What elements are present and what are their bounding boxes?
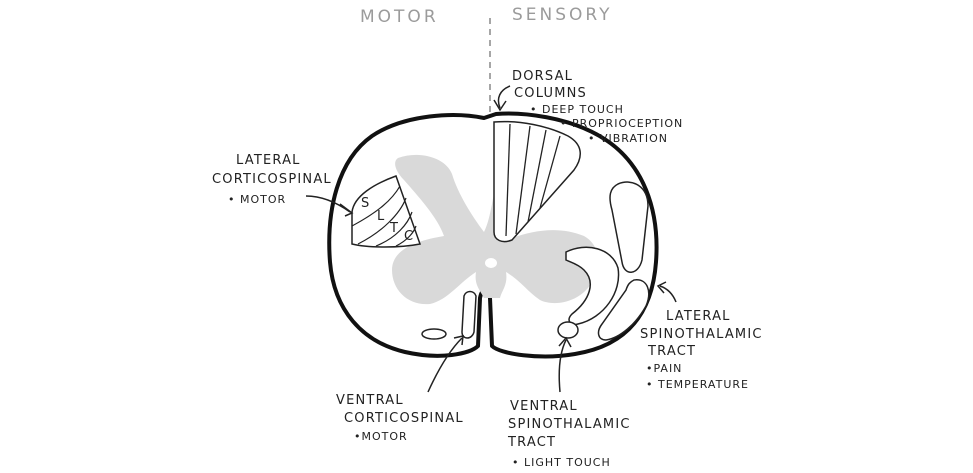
dorsal-columns-title-line2: COLUMNS <box>514 86 587 101</box>
ventral-corticospinal-arrow <box>427 335 464 393</box>
ventral-corticospinal-item-1: •MOTOR <box>354 430 408 443</box>
dorsal-columns-item-1: • DEEP TOUCH <box>530 103 624 116</box>
dorsal-columns-tract <box>493 120 581 243</box>
lateral-corticospinal-title-line1: LATERAL <box>236 153 301 168</box>
dorsal-columns-item-2: • PROPRIOCEPTION <box>560 117 683 130</box>
ventral-spinothalamic-tract <box>557 321 579 339</box>
tract-letter-t: T <box>389 221 398 236</box>
ventral-spinothalamic-title-line2: SPINOTHALAMIC <box>508 417 631 432</box>
motor-header: MOTOR <box>360 7 439 27</box>
lateral-spinothalamic-title-line3: TRACT <box>647 344 696 359</box>
ventral-corticospinal-title-line1: VENTRAL <box>336 393 404 408</box>
lateral-spinothalamic-title-line1: LATERAL <box>666 309 731 324</box>
dorsal-columns-item-3: • VIBRATION <box>588 132 668 145</box>
dorsal-columns-label: DORSAL COLUMNS • DEEP TOUCH • PROPRIOCEP… <box>512 69 683 145</box>
ventral-small-tract-left <box>421 328 447 340</box>
ventral-spinothalamic-label: VENTRAL SPINOTHALAMIC TRACT • LIGHT TOUC… <box>507 399 631 469</box>
lateral-corticospinal-title-line2: CORTICOSPINAL <box>212 172 332 187</box>
ventral-spinothalamic-arrow <box>558 336 572 393</box>
lateral-spinothalamic-item-1: •PAIN <box>646 362 682 375</box>
lateral-corticospinal-tract: S L T C <box>351 175 421 248</box>
lateral-tract-lower <box>597 279 650 341</box>
tract-letter-s: S <box>361 196 369 211</box>
lateral-corticospinal-item-1: • MOTOR <box>228 193 286 206</box>
lateral-spinothalamic-title-line2: SPINOTHALAMIC <box>640 327 763 342</box>
lateral-corticospinal-label: LATERAL CORTICOSPINAL • MOTOR <box>212 153 332 206</box>
tract-letter-l: L <box>377 209 385 224</box>
ventral-spinothalamic-item-1: • LIGHT TOUCH <box>512 456 611 469</box>
tract-letter-c: C <box>404 229 413 244</box>
lateral-spinothalamic-item-2: • TEMPERATURE <box>646 378 749 391</box>
ventral-corticospinal-label: VENTRAL CORTICOSPINAL •MOTOR <box>336 393 464 443</box>
dorsal-columns-arrow <box>493 85 511 112</box>
lateral-spinothalamic-arrow <box>656 281 677 303</box>
lateral-corticospinal-arrow <box>305 195 354 217</box>
ventral-corticospinal-tract <box>461 290 477 339</box>
sensory-header: SENSORY <box>512 5 613 25</box>
lateral-spinothalamic-label: LATERAL SPINOTHALAMIC TRACT •PAIN • TEMP… <box>640 309 763 391</box>
dorsal-columns-title-line1: DORSAL <box>512 69 573 84</box>
central-canal <box>485 258 497 268</box>
ventral-corticospinal-title-line2: CORTICOSPINAL <box>344 411 464 426</box>
ventral-spinothalamic-title-line3: TRACT <box>507 435 556 450</box>
lateral-tract-upper <box>609 181 649 273</box>
ventral-spinothalamic-title-line1: VENTRAL <box>510 399 578 414</box>
